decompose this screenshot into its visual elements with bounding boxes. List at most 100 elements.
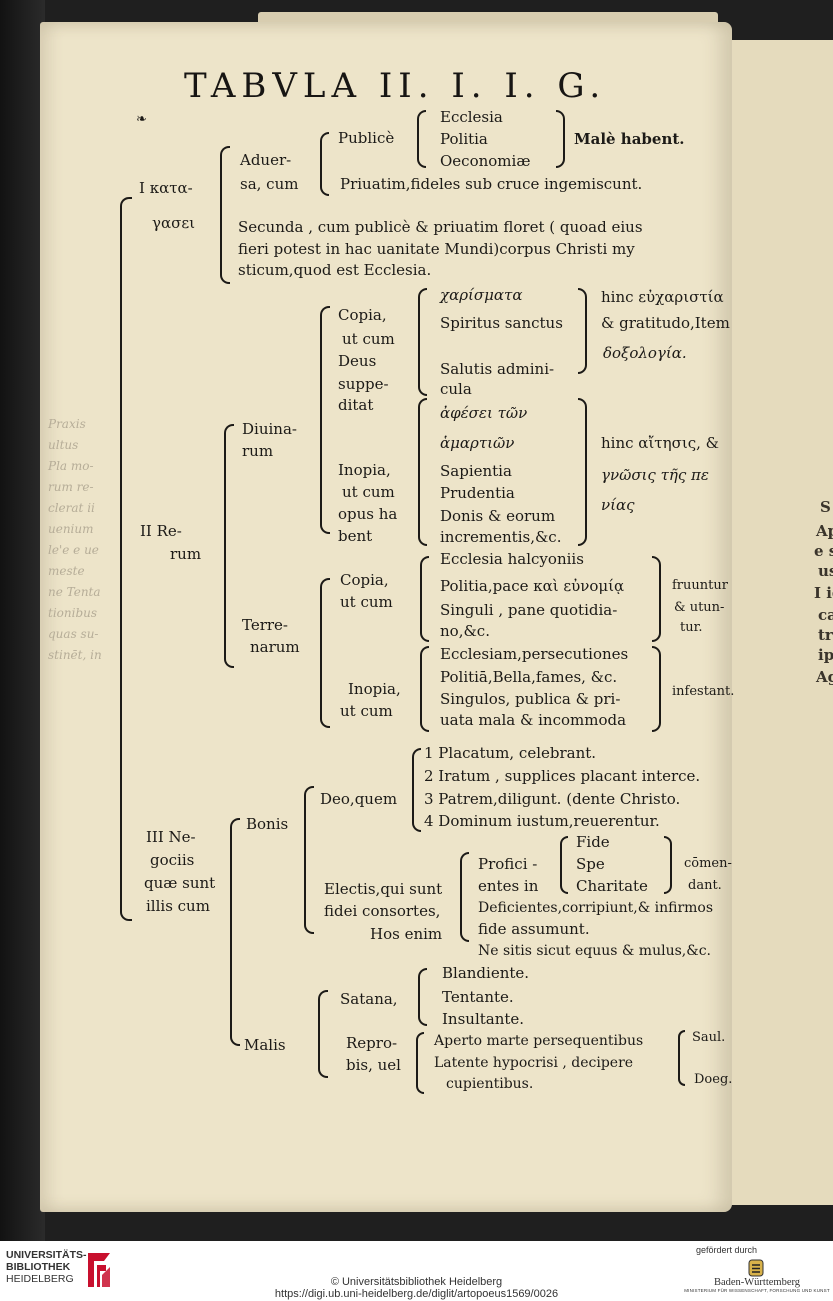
ghost-text: S: [820, 498, 831, 516]
section-3-label: illis cum: [146, 897, 210, 915]
commendant: cōmen-: [684, 856, 732, 871]
donis-line: incrementis,&c.: [440, 528, 562, 546]
bonis-label: Bonis: [246, 815, 289, 833]
ghost-text: tra: [818, 626, 833, 644]
publice-brace: [417, 110, 426, 168]
terrena-brace: [320, 578, 330, 728]
latente-line: cupientibus.: [446, 1076, 534, 1092]
bleed-line: meste: [48, 564, 85, 578]
singuli-line: Singuli , pane quotidia-: [440, 601, 618, 619]
deo-label: Deo,quem: [320, 790, 398, 808]
bleed-line: clerat ii: [48, 501, 95, 515]
terrena-label: narum: [250, 638, 300, 656]
tinopia-label: ut cum: [340, 702, 393, 720]
bleed-line: ne Tenta: [48, 585, 101, 599]
adversa-brace: [320, 132, 329, 196]
section-3-label: III Ne-: [146, 828, 196, 846]
library-name: UNIVERSITÄTS-: [6, 1249, 87, 1261]
state-name: Baden-Württemberg: [713, 1277, 801, 1288]
hinc-line: δοξολογία.: [603, 344, 687, 362]
satana-item: Blandiente.: [442, 964, 530, 982]
politia-pace: Politia,pace καὶ εὐνομίᾳ: [440, 577, 625, 595]
politia-bella: Politiā,Bella,fames, &c.: [440, 668, 618, 686]
fruuntur-brace: [652, 556, 661, 642]
bonis-brace: [304, 786, 314, 934]
fide: Fide: [576, 833, 610, 851]
divina-brace: [320, 306, 330, 534]
doeg: Doeg.: [694, 1072, 733, 1087]
charismata: χαρίσματα: [440, 286, 523, 304]
deo-item: 2 Iratum , supplices placant interce.: [424, 767, 701, 785]
deficientes: fide assumunt.: [478, 920, 590, 938]
library-logo[interactable]: UNIVERSITÄTS- BIBLIOTHEK HEIDELBERG: [6, 1249, 87, 1285]
ghost-text: Ap: [816, 522, 833, 540]
deo-item: 1 Placatum, celebrant.: [424, 744, 597, 762]
tinopia-label: Inopia,: [348, 680, 401, 698]
hinc-line: γνῶσις τῆς πε: [601, 466, 709, 484]
satana-item: Insultante.: [442, 1010, 525, 1028]
satana-label: Satana,: [340, 990, 398, 1008]
adversa-label: sa, cum: [240, 175, 299, 193]
divina-label: Diuina-: [242, 420, 297, 438]
master-brace: [120, 197, 132, 921]
infestant-brace: [652, 646, 661, 732]
prudentia: Prudentia: [440, 484, 515, 502]
ne-sitis: Ne sitis sicut equus & mulus,&c.: [478, 943, 711, 959]
secunda-line: Secunda , cum publicè & priuatim floret …: [238, 218, 643, 236]
publice-label: Publicè: [338, 129, 395, 147]
bleed-line: Pla mo-: [48, 459, 94, 473]
infestant: infestant.: [672, 684, 735, 699]
tcopia-label: ut cum: [340, 593, 393, 611]
singuli-line: no,&c.: [440, 622, 490, 640]
tcopia-label: Copia,: [340, 571, 389, 589]
ghost-text: e si: [814, 542, 833, 560]
copia-label: Deus: [338, 352, 377, 370]
privatim: Priuatim,fideles sub cruce ingemiscunt.: [340, 175, 643, 193]
sponsor-logo[interactable]: gefördert durch Baden-Württemberg MINIST…: [682, 1245, 832, 1293]
politia: Politia: [440, 130, 488, 148]
section-2-label: rum: [170, 545, 202, 563]
section-2-brace: [224, 424, 234, 668]
charitate: Charitate: [576, 877, 648, 895]
source-url[interactable]: https://digi.ub.uni-heidelberg.de/diglit…: [274, 1288, 559, 1300]
fruuntur: fruuntur: [672, 578, 728, 593]
inopia-label: bent: [338, 527, 373, 545]
bleed-line: uenium: [48, 522, 94, 536]
funded-by: gefördert durch: [696, 1245, 758, 1255]
proficientes: entes in: [478, 877, 539, 895]
malis-brace: [318, 990, 328, 1078]
bleed-line: stinēt, in: [48, 648, 102, 662]
page-viewer[interactable]: S Ap e si us I ig ca tra ips Ag Praxis u…: [0, 0, 833, 1241]
male-habent: Malè habent.: [574, 130, 685, 148]
singulos-line: Singulos, publica & pri-: [440, 690, 621, 708]
coat-of-arms-icon: [748, 1259, 764, 1277]
salutis-line: Salutis admini-: [440, 360, 555, 378]
copia-label: ut cum: [342, 330, 395, 348]
bleed-line: tionibus: [48, 606, 98, 620]
secunda-line: fieri potest in hac uanitate Mundi)corpu…: [238, 240, 635, 258]
section-2-label: II Re-: [140, 522, 182, 540]
section-3-label: quæ sunt: [144, 874, 216, 892]
bleed-line: Praxis: [48, 417, 86, 431]
copia-label: ditat: [338, 396, 374, 414]
ecclesia-halcyoniis: Ecclesia halcyoniis: [440, 550, 584, 568]
commendant-brace: [664, 836, 672, 894]
secunda-line: sticum,quod est Ecclesia.: [238, 261, 432, 279]
electis-line: Electis,qui sunt: [324, 880, 443, 898]
aphesei: ἀφέσει τῶν: [440, 404, 528, 422]
copyright-notice: © Universitätsbibliothek Heidelberg: [330, 1276, 503, 1288]
hinc-brace-2: [578, 398, 587, 546]
ministry-name: MINISTERIUM FÜR WISSENSCHAFT, FORSCHUNG …: [684, 1288, 830, 1293]
tcopia-brace: [420, 556, 429, 642]
spe: Spe: [576, 855, 605, 873]
reprobis-label: bis, uel: [346, 1056, 401, 1074]
ghost-text: I ig: [814, 584, 833, 602]
oeconomiae: Oeconomiæ: [440, 152, 531, 170]
inopia-label: ut cum: [342, 483, 395, 501]
hamartion: ἁμαρτιῶν: [440, 434, 515, 452]
hinc-line: νίας: [601, 496, 635, 514]
ornament-mark: ❧: [136, 112, 147, 127]
ecclesia: Ecclesia: [440, 108, 503, 126]
bleed-line: le'e e ue: [48, 543, 99, 557]
inopia-brace: [418, 398, 427, 546]
